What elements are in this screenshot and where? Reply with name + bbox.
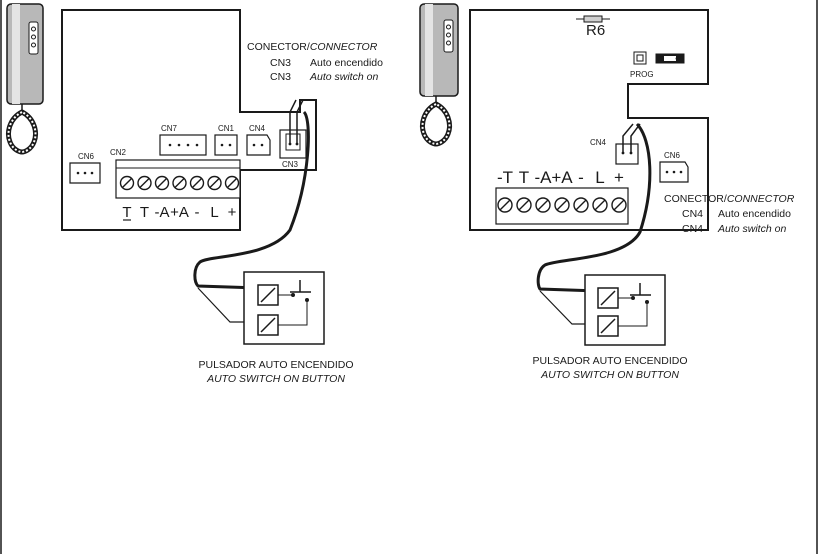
right-terminal-label: -T: [497, 168, 513, 187]
left-terminal-label: L: [210, 204, 218, 221]
left-cn6-label: CN6: [78, 152, 95, 161]
left-cn3-connector: [279, 99, 307, 159]
right-screw-slot: [575, 199, 587, 211]
left-terminal-label: T: [140, 204, 149, 221]
right-line-2-text: Auto switch on: [717, 223, 786, 235]
left-terminal-label: -A: [155, 204, 170, 221]
right-cn6-connector: [659, 161, 689, 183]
right-terminal-label: +A: [551, 168, 573, 187]
right-terminal-label: T: [519, 168, 529, 187]
left-cn4-connector: [246, 134, 271, 156]
right-wire-1: [536, 122, 652, 293]
left-terminal-label: +: [228, 204, 237, 221]
left-cn7-label: CN7: [161, 124, 178, 133]
left-screw-slot: [209, 177, 220, 189]
right-screw-slot: [518, 199, 530, 211]
right-cn4-connector: [615, 123, 641, 165]
left-connector-title: CONECTOR/CONNECTOR: [247, 41, 378, 53]
left-screw-slot: [174, 177, 185, 189]
right-terminal-label: L: [595, 168, 604, 187]
left-screw-slot: [121, 177, 133, 189]
left-button-label-en: AUTO SWITCH ON BUTTON: [206, 373, 345, 385]
left-terminal-block: [115, 159, 241, 199]
left-cn2-label: CN2: [110, 148, 127, 157]
left-cn1-connector: [214, 134, 238, 156]
left-wire-1: [193, 110, 310, 290]
left-line-1-text: Auto encendido: [310, 57, 383, 69]
right-screw-slot: [499, 199, 511, 211]
left-cn7-connector: [159, 134, 207, 156]
left-screw-slot: [139, 177, 150, 189]
left-terminal-label: +A: [170, 204, 189, 221]
right-cn6-label: CN6: [664, 151, 681, 160]
left-line-2-text: Auto switch on: [309, 71, 378, 83]
right-prog-label: PROG: [630, 70, 654, 79]
left-terminal-label: -: [195, 204, 200, 221]
left-cn4-label: CN4: [249, 124, 266, 133]
left-line-2-code: CN3: [270, 71, 291, 83]
right-handset-icon: [419, 3, 459, 147]
left-cn1-label: CN1: [218, 124, 235, 133]
right-r6-label: R6: [586, 22, 605, 39]
left-screw-slot: [191, 177, 203, 189]
right-button-label-en: AUTO SWITCH ON BUTTON: [540, 369, 679, 381]
left-auto-switch-button: [243, 271, 325, 345]
right-button-label: PULSADOR AUTO ENCENDIDO: [532, 355, 687, 367]
right-screw-slot: [537, 199, 549, 211]
right-screw-slot: [613, 199, 625, 211]
right-resistor-icon: [576, 15, 610, 23]
right-terminal-block: [495, 187, 629, 225]
right-terminal-label: +: [614, 168, 624, 187]
right-line-1-text: Auto encendido: [718, 208, 791, 220]
left-cn3-label: CN3: [282, 160, 299, 169]
right-screw-slot: [556, 199, 568, 211]
right-line-2-code: CN4: [682, 223, 703, 235]
right-screw-slot: [594, 199, 606, 211]
left-screw-slot: [156, 177, 168, 189]
right-line-1-code: CN4: [682, 208, 703, 220]
right-cn4-label: CN4: [590, 138, 607, 147]
right-pcb-outline: [469, 9, 709, 231]
left-terminal-label: T: [122, 204, 131, 221]
right-connector-title: CONECTOR/CONNECTOR: [664, 193, 795, 205]
left-handset-icon: [6, 3, 44, 155]
left-pcb-outline: [61, 9, 317, 231]
right-prog-button: [633, 51, 685, 65]
left-screw-slot: [226, 177, 238, 189]
left-line-1-code: CN3: [270, 57, 291, 69]
left-button-label: PULSADOR AUTO ENCENDIDO: [198, 359, 353, 371]
right-auto-switch-button: [584, 274, 666, 346]
right-terminal-label: -A: [535, 168, 553, 187]
right-terminal-label: -: [578, 168, 584, 187]
left-cn6-connector: [69, 162, 101, 184]
